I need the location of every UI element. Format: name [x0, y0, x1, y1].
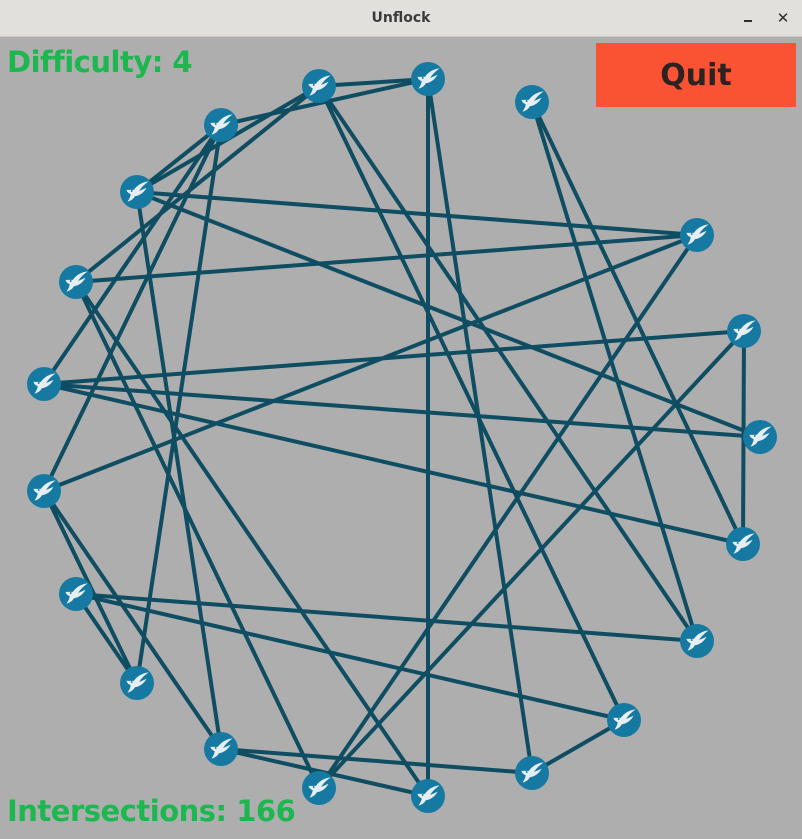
bird-node[interactable] — [411, 779, 445, 813]
graph-edge — [42, 489, 223, 751]
swallow-bird-icon — [59, 265, 93, 299]
bird-node[interactable] — [302, 69, 336, 103]
graph-edge — [317, 77, 430, 88]
graph-edge — [135, 190, 223, 751]
bird-node[interactable] — [59, 265, 93, 299]
bird-node[interactable] — [204, 732, 238, 766]
bird-node[interactable] — [680, 218, 714, 252]
graph-edge — [42, 123, 223, 386]
swallow-bird-icon — [59, 577, 93, 611]
swallow-bird-icon — [302, 771, 336, 805]
minimize-icon — [744, 20, 752, 22]
swallow-bird-icon — [302, 69, 336, 103]
edges-layer — [42, 77, 762, 798]
title-bar[interactable]: Unflock ✕ — [0, 0, 802, 37]
swallow-bird-icon — [607, 703, 641, 737]
swallow-bird-icon — [726, 527, 760, 561]
graph-edge — [530, 100, 699, 643]
graph-edge — [317, 84, 626, 722]
bird-node[interactable] — [27, 474, 61, 508]
swallow-bird-icon — [120, 175, 154, 209]
graph-edge — [74, 233, 699, 284]
graph-edge — [74, 280, 321, 790]
bird-node[interactable] — [726, 527, 760, 561]
bird-node[interactable] — [120, 175, 154, 209]
bird-node[interactable] — [411, 62, 445, 96]
bird-node[interactable] — [515, 756, 549, 790]
window-title: Unflock — [371, 10, 431, 26]
graph-edge — [42, 123, 223, 493]
bird-node[interactable] — [680, 624, 714, 658]
quit-button[interactable]: Quit — [596, 43, 796, 107]
swallow-bird-icon — [727, 314, 761, 348]
bird-node[interactable] — [27, 367, 61, 401]
swallow-bird-icon — [680, 218, 714, 252]
graph-edge — [530, 718, 626, 775]
swallow-bird-icon — [680, 624, 714, 658]
graph-edge — [74, 592, 699, 643]
swallow-bird-icon — [411, 779, 445, 813]
bird-node[interactable] — [204, 108, 238, 142]
swallow-bird-icon — [515, 85, 549, 119]
bird-node[interactable] — [727, 314, 761, 348]
difficulty-label: Difficulty: 4 — [7, 45, 193, 79]
game-board[interactable] — [0, 37, 802, 839]
graph-edge — [219, 747, 534, 775]
graph-edge — [317, 84, 699, 643]
bird-node[interactable] — [743, 420, 777, 454]
graph-edge — [42, 233, 699, 493]
graph-edge — [317, 233, 699, 790]
swallow-bird-icon — [27, 367, 61, 401]
swallow-bird-icon — [27, 474, 61, 508]
graph-edge — [135, 190, 762, 439]
graph-edge — [74, 592, 139, 685]
minimize-button[interactable] — [738, 8, 758, 28]
bird-node[interactable] — [302, 771, 336, 805]
close-icon: ✕ — [776, 9, 790, 27]
bird-node[interactable] — [515, 85, 549, 119]
graph-edge — [135, 123, 223, 194]
graph-edge — [426, 77, 534, 775]
swallow-bird-icon — [204, 732, 238, 766]
swallow-bird-icon — [204, 108, 238, 142]
graph-edge — [74, 280, 430, 798]
swallow-bird-icon — [120, 666, 154, 700]
graph-edge — [42, 382, 762, 439]
graph-edge — [135, 190, 699, 237]
graph-edge — [42, 382, 745, 546]
graph-edge — [74, 84, 321, 284]
graph-edge — [317, 329, 746, 790]
swallow-bird-icon — [411, 62, 445, 96]
swallow-bird-icon — [515, 756, 549, 790]
close-button[interactable]: ✕ — [773, 8, 793, 28]
graph-edge — [42, 329, 746, 386]
bird-node[interactable] — [59, 577, 93, 611]
bird-node[interactable] — [607, 703, 641, 737]
swallow-bird-icon — [743, 420, 777, 454]
bird-node[interactable] — [120, 666, 154, 700]
intersections-counter: Intersections: 166 — [7, 794, 296, 828]
graph-edge — [74, 592, 626, 722]
